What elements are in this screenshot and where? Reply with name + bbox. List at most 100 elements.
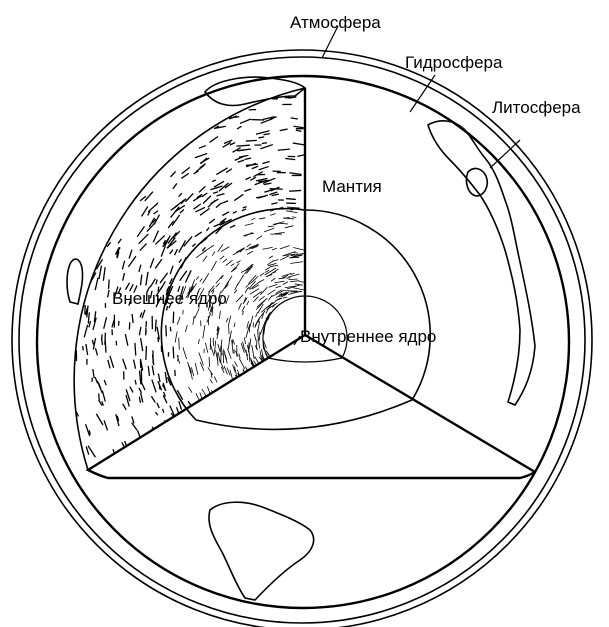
hatch-stroke [67,348,68,356]
hatch-stroke [179,240,186,252]
hatch-stroke [56,331,57,342]
hatch-stroke [99,152,107,158]
hatch-stroke [234,194,243,200]
hatch-stroke [288,47,299,48]
hatch-stroke [144,435,149,447]
hatch-stroke [142,162,150,171]
hatch-stroke [293,248,304,251]
hatch-stroke [216,194,224,196]
hatch-stroke [150,463,155,471]
hatch-stroke [211,261,216,271]
hatch-stroke [109,486,113,490]
hatch-stroke [275,281,285,283]
hatch-stroke [155,320,156,332]
hatch-stroke [229,316,231,325]
hatch-stroke [173,183,177,188]
hatch-stroke [244,233,252,237]
hatch-stroke [180,210,184,214]
hatch-stroke [274,81,287,83]
hatch-stroke [67,415,71,423]
hatch-stroke [123,273,125,281]
hatch-stroke [123,183,133,191]
hatch-stroke [260,273,264,276]
hatch-stroke [179,193,182,197]
hatch-stroke [249,349,250,362]
hatch-stroke [87,306,88,318]
hatch-stroke [123,359,127,370]
hatch-stroke [56,456,62,468]
hatch-stroke [58,409,61,421]
hatch-stroke [195,363,198,375]
hatch-stroke [158,374,160,383]
hatch-stroke [196,276,199,279]
hatch-stroke [141,453,145,459]
hatch-stroke [132,423,137,431]
hatch-stroke [74,425,76,429]
hatch-stroke [33,280,34,292]
hatch-stroke [264,134,270,135]
hatch-stroke [229,324,230,334]
hatch-stroke [181,94,190,101]
hatch-stroke [200,158,209,163]
hatch-stroke [25,286,27,297]
hatch-stroke [212,251,215,255]
hatch-stroke [262,143,267,144]
hatch-stroke [247,321,249,328]
hatch-stroke [192,124,204,129]
hatch-stroke [99,400,102,406]
hatch-stroke [167,141,174,144]
hatch-stroke [99,266,102,280]
hatch-stroke [65,188,67,193]
hatch-stroke [235,283,238,290]
hatch-stroke [289,190,301,191]
hatch-stroke [129,448,134,458]
hatch-stroke [137,226,144,236]
hatch-stroke [97,381,102,393]
hatch-stroke [233,341,234,345]
hatch-stroke [251,218,255,220]
hatch-stroke [269,284,278,287]
hatch-stroke [122,261,124,270]
hatch-stroke [185,325,187,332]
hatch-stroke [264,189,275,192]
hatch-stroke [195,405,200,410]
hatch-stroke [205,343,207,353]
hatch-stroke [208,367,213,375]
hatch-stroke [173,126,177,130]
hatch-stroke [209,219,215,223]
hatch-stroke [244,189,251,191]
hatch-stroke [35,395,36,400]
hatch-stroke [146,346,147,360]
hatch-stroke [245,287,249,293]
hatch-stroke [115,128,122,133]
hatch-stroke [221,389,226,399]
hatch-stroke [51,335,52,345]
hatch-stroke [203,256,207,262]
hatch-stroke [239,303,242,310]
hatch-stroke [139,171,146,181]
hatch-stroke [265,267,270,269]
hatch-stroke [217,395,220,402]
hatch-stroke [93,158,98,164]
hatch-stroke [46,284,50,295]
hatch-stroke [271,278,275,281]
hatch-stroke [259,166,269,169]
hatch-stroke [178,431,182,434]
hatch-stroke [244,264,253,274]
hatch-stroke [245,177,250,180]
hatch-stroke [272,360,276,365]
continent-south [209,502,314,600]
hatch-stroke [135,380,136,385]
hatch-stroke [234,361,237,366]
hatch-stroke [240,388,249,398]
hatch-stroke [222,212,229,216]
hatch-stroke [223,387,227,394]
hatch-stroke [173,312,174,324]
hatch-stroke [195,154,207,158]
hatch-stroke [226,318,228,322]
hatch-stroke [151,457,157,462]
hatch-stroke [206,227,209,231]
hatch-stroke [109,280,110,289]
hatch-stroke [58,272,61,284]
